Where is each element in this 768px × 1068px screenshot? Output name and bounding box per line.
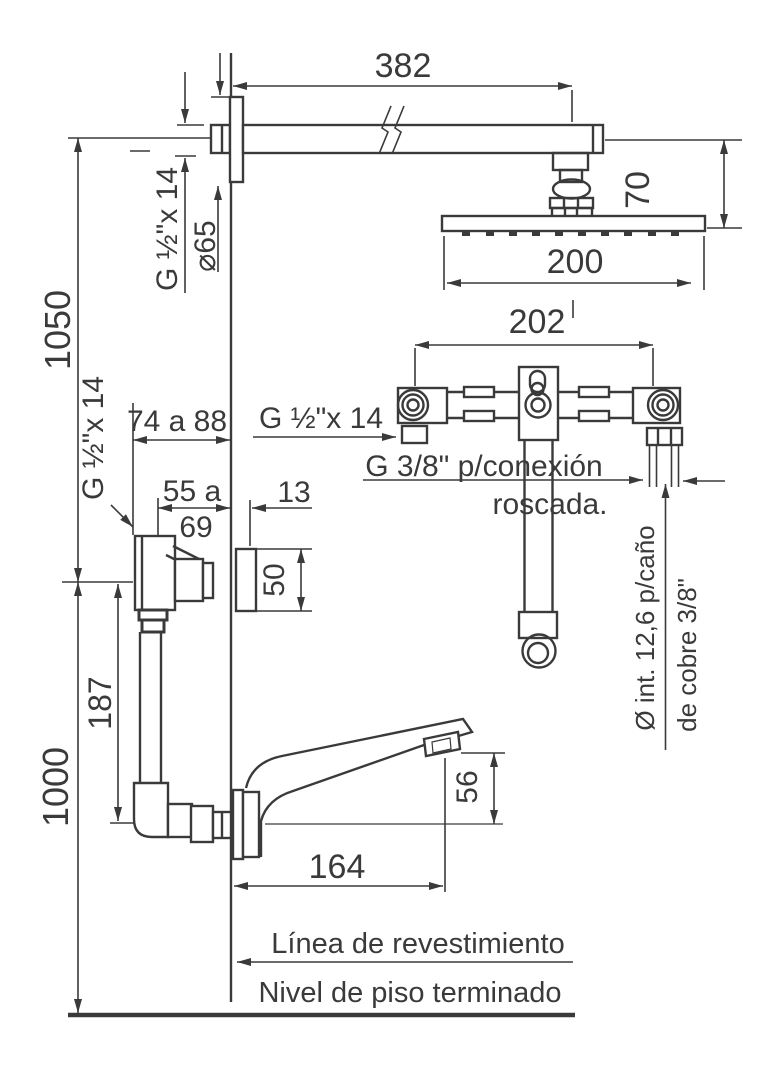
label-arm-thread: G ½"x 14 (151, 167, 184, 291)
dim-55a-label: 55 a (163, 475, 222, 508)
diverter-valve-group (132, 534, 258, 844)
handle-escutcheon (234, 547, 258, 613)
pipe-break-symbol (378, 105, 392, 155)
copper-pipes (648, 445, 680, 487)
spout-escutcheon (231, 788, 245, 861)
dim-70: 70 (605, 139, 742, 229)
wall-flange (228, 95, 245, 184)
left-union-ring (401, 393, 425, 417)
mixer-slot-circle (530, 381, 545, 397)
dim-56-label: 56 (451, 770, 484, 803)
copper-hex-nut (645, 426, 684, 447)
label-adapter-line2: roscada. (492, 488, 607, 521)
spout-aerator (422, 730, 462, 758)
dim-1050-label: 1050 (37, 290, 78, 370)
label-copper-line1: Ø int. 12,6 p/caño (630, 525, 660, 730)
dim-13: 13 (249, 476, 312, 546)
head-nozzles (462, 231, 679, 236)
outlet-ball (521, 633, 557, 669)
dim-flange-arrows: G ½"x 14 ⌀65 (130, 53, 229, 293)
label-valve-thread-group: G ½"x 14 (77, 376, 134, 528)
dim-200: 200 (443, 236, 705, 290)
arm-nipple (209, 123, 232, 155)
dim-1000: 1000 (35, 582, 82, 1013)
label-union-thread-group: G ½"x 14 (253, 402, 396, 441)
pipe-sleeve (462, 385, 496, 399)
label-floor-line: Nivel de piso terminado (258, 977, 561, 1009)
pipe-elbow (132, 781, 170, 839)
label-union-thread: G ½"x 14 (259, 402, 383, 435)
dim-74a88: 74 a 88 (127, 403, 230, 535)
mixer-cartridge (524, 391, 552, 419)
adapter-3-8 (400, 424, 429, 445)
diverter-stem (173, 557, 205, 603)
label-adapter-group: G 3/8" p/conexión roscada. (363, 450, 725, 521)
label-adapter-line1: G 3/8" p/conexión (365, 450, 602, 483)
reference-lines (68, 53, 575, 1018)
label-wall-line: Línea de revestimiento (271, 928, 564, 960)
dim-1050: 1050 (37, 137, 210, 583)
label-valve-thread: G ½"x 14 (77, 376, 110, 500)
elbow-hub (166, 802, 194, 839)
dim-200-label: 200 (547, 243, 604, 281)
shower-arm-group (209, 95, 605, 184)
mixer-group (396, 300, 684, 669)
dim-202-label: 202 (509, 303, 566, 341)
dim-70-label: 70 (619, 171, 657, 209)
tub-spout-group (231, 717, 474, 861)
dim-13-label: 13 (277, 476, 310, 509)
pipe-sleeve (462, 409, 496, 423)
spout-union-nut (189, 804, 215, 844)
swivel-upper (551, 151, 590, 172)
right-union-ring (646, 388, 680, 422)
pipe-sleeve (577, 409, 611, 423)
pipe-break-symbol (391, 105, 405, 155)
dim-50: 50 (256, 548, 312, 612)
shower-head-group (440, 151, 707, 236)
label-copper-line2: de cobre 3/8" (672, 578, 702, 732)
outlet-ball-hole (526, 641, 550, 665)
spout-tube-bottom-edge (259, 743, 425, 857)
left-union-hole (406, 398, 420, 412)
spout-tube-top-edge (244, 717, 474, 789)
left-union-ring (396, 388, 430, 422)
swivel-neck (558, 168, 584, 184)
dim-164-label: 164 (309, 848, 366, 886)
dim-187: 187 (82, 584, 134, 824)
dim-202: 202 (414, 303, 654, 386)
mixer-cartridge-hole (530, 397, 546, 413)
label-copper-group: Ø int. 12,6 p/caño de cobre 3/8" (630, 484, 702, 750)
dim-382: 382 (233, 47, 573, 122)
spout-base (241, 790, 261, 859)
valve-fitting (140, 618, 166, 634)
head-plate (440, 214, 707, 233)
dim-1000-label: 1000 (35, 747, 76, 827)
dim-382-label: 382 (375, 47, 432, 85)
shower-arm (241, 123, 605, 155)
dim-50-label: 50 (258, 563, 291, 596)
spout-aerator-inner (431, 737, 452, 754)
diverter-neck (201, 561, 215, 600)
right-union-ring (651, 393, 675, 417)
dim-55a69: 55 a 69 (157, 475, 230, 544)
dim-164: 164 (234, 758, 446, 892)
dim-74a88-label: 74 a 88 (127, 405, 227, 438)
pipe-sleeve (577, 385, 611, 399)
dim-flange-dia-label: ⌀65 (189, 220, 222, 271)
reference-labels: Línea de revestimiento Nivel de piso ter… (237, 928, 573, 1009)
dim-69-label: 69 (179, 511, 212, 544)
dim-56: 56 (265, 752, 505, 825)
dim-187-label: 187 (82, 676, 118, 729)
right-union-hole (656, 398, 670, 412)
